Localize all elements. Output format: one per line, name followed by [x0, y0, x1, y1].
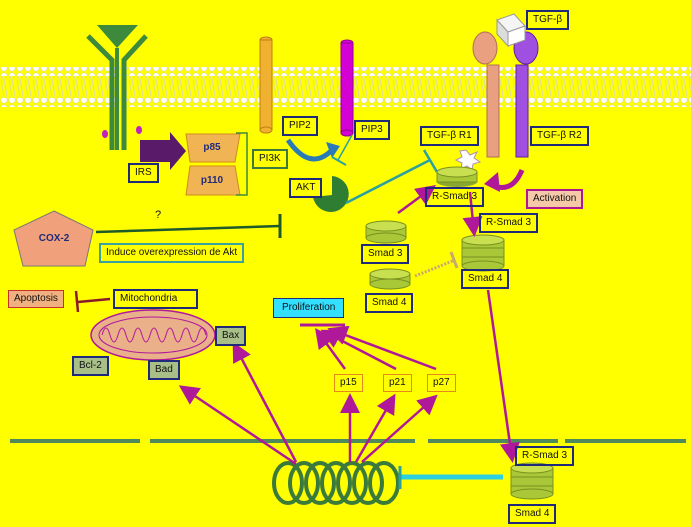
smad4-label-cytoplasm: Smad 4 [461, 269, 510, 289]
cox2-akt-inhibit-line [95, 224, 281, 234]
cox2-pentagon [13, 210, 94, 267]
smad3-label: Smad 3 [361, 244, 410, 264]
bax-label: Bax [215, 326, 247, 346]
apoptosis-label: Apoptosis [8, 290, 64, 308]
activation-label: Activation [526, 189, 584, 209]
pip3-inhibit-line [337, 134, 353, 161]
proliferation-arrows [315, 325, 437, 371]
smad4-stack-left [369, 268, 411, 290]
akt-overexpression-note: Induce overexpression de Akt [99, 243, 245, 263]
dna-output-arrows [178, 341, 438, 466]
irs-to-pi3k-arrow [140, 132, 186, 170]
dna-coil [272, 461, 400, 505]
irs-label: IRS [128, 163, 159, 183]
pi3k-complex [185, 132, 248, 196]
tgf-beta-label: TGF-β [526, 10, 570, 30]
smad-complex-nucleus [510, 462, 554, 500]
bcl2-label: Bcl-2 [72, 356, 109, 376]
smad-complex-cytoplasm [461, 234, 505, 272]
pip3-label: PIP3 [354, 120, 390, 140]
pip2-lipid [259, 36, 273, 134]
smad4-label-nucleus: Smad 4 [508, 504, 557, 524]
cox2-label: COX-2 [38, 233, 70, 244]
smad3-stack [365, 220, 407, 244]
tgf-beta-receptors [472, 13, 539, 158]
proliferation-label: Proliferation [273, 298, 345, 318]
bad-label: Bad [148, 360, 180, 380]
p85-label: p85 [203, 142, 221, 153]
mitochondrion [90, 309, 216, 361]
smad-stack-r1 [436, 166, 478, 187]
r-smad3-label-receptor: R-Smad 3 [425, 187, 485, 207]
pip2-label: PIP2 [282, 116, 318, 136]
tgf-r1-label: TGF-β R1 [420, 126, 479, 146]
smad4-label-left: Smad 4 [365, 293, 414, 313]
pip2-to-pip3-arrow [285, 138, 334, 162]
akt-tgfr1-inhibit-line [345, 158, 431, 205]
r-smad3-label-nucleus: R-Smad 3 [515, 446, 575, 466]
r-smad3-label-cytoplasm: R-Smad 3 [479, 213, 539, 233]
irs-receptor [86, 25, 148, 150]
tgf-r2-label: TGF-β R2 [530, 126, 589, 146]
p110-label: p110 [200, 175, 224, 186]
pi3k-label: PI3K [252, 149, 288, 169]
p15-label: p15 [334, 374, 363, 392]
mitochondria-label: Mitochondria [113, 289, 198, 309]
akt-label: AKT [289, 178, 323, 198]
p27-label: p27 [427, 374, 456, 392]
p21-label: p21 [383, 374, 412, 392]
question-mark: ? [154, 209, 162, 221]
akt-shape [313, 176, 349, 212]
smad-inhibit-line [414, 258, 456, 278]
pip3-lipid [340, 39, 354, 137]
apoptosis-inhibit-line [77, 297, 111, 304]
